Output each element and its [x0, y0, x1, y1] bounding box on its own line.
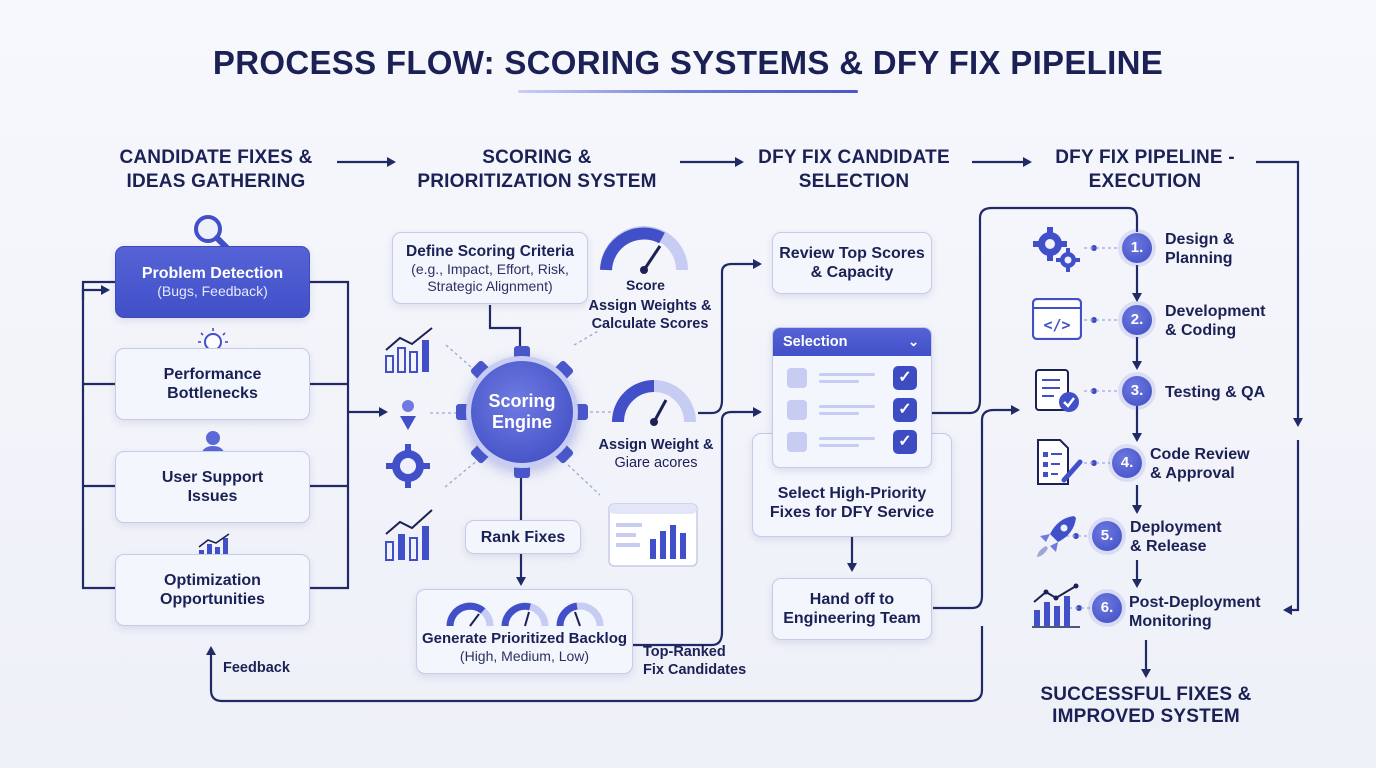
checklist-icon	[1035, 369, 1079, 412]
rank-fixes-card[interactable]: Rank Fixes	[465, 520, 581, 554]
chevron-down-icon[interactable]: ⌄	[908, 334, 919, 349]
page-title: PROCESS FLOW: SCORING SYSTEMS & DFY FIX …	[212, 44, 1164, 81]
down-arrow-user-icon	[400, 400, 416, 430]
step-testing-qa[interactable]: Testing & QA	[1165, 384, 1266, 401]
feedback-label: Feedback	[223, 660, 290, 676]
assign-weight-mid-label: Assign Weight &Giare acores	[598, 437, 714, 471]
step-development-coding[interactable]: Development& Coding	[1165, 303, 1266, 339]
title-underline	[518, 90, 858, 93]
column-header-pipeline: DFY FIX PIPELINE -EXECUTION	[1055, 147, 1235, 192]
code-window-icon: </>	[1032, 298, 1082, 340]
step-number-5: 5.	[1092, 521, 1122, 551]
document-pen-icon	[1037, 439, 1083, 485]
gauge-icon	[600, 226, 688, 274]
define-criteria-card[interactable]: Define Scoring Criteria (e.g., Impact, E…	[392, 232, 588, 304]
score-label: Score	[626, 277, 665, 293]
step-number-4: 4.	[1112, 448, 1142, 478]
rocket-icon	[1037, 516, 1076, 557]
result-label: SUCCESSFUL FIXES &IMPROVED SYSTEM	[1040, 684, 1252, 727]
step-number-3: 3.	[1122, 376, 1152, 406]
checkbox-checked-icon[interactable]: ✓	[893, 398, 917, 422]
selection-panel[interactable]: Selection ⌄ ✓ ✓ ✓	[772, 327, 932, 468]
dashboard-icon	[608, 503, 698, 567]
pipeline-outer-line	[1256, 160, 1303, 427]
selection-panel-header[interactable]: Selection ⌄	[773, 328, 931, 356]
settings-gear-icon	[386, 444, 430, 488]
selection-row[interactable]: ✓	[787, 430, 917, 454]
column-header-gathering: CANDIDATE FIXES &IDEAS GATHERING	[119, 147, 313, 192]
step-design-planning[interactable]: Design &Planning	[1165, 231, 1235, 267]
gauge-mid-icon	[612, 380, 696, 426]
left-loop	[81, 280, 115, 590]
problem-detection-card[interactable]: Problem Detection (Bugs, Feedback)	[115, 246, 310, 318]
step-code-review[interactable]: Code Review& Approval	[1150, 446, 1250, 482]
sources-merge	[310, 280, 350, 590]
selection-row[interactable]: ✓	[787, 366, 917, 390]
selection-row[interactable]: ✓	[787, 398, 917, 422]
review-scores-card[interactable]: Review Top Scores& Capacity	[772, 232, 932, 294]
assign-weights-top-label: Assign Weights &Calculate Scores	[588, 298, 712, 332]
svg-text:</>: </>	[1043, 316, 1070, 334]
gears-icon	[1033, 227, 1080, 272]
growth-chart-icon	[385, 327, 433, 373]
checkbox-checked-icon[interactable]: ✓	[893, 366, 917, 390]
backlog-gauges-icon	[446, 602, 604, 627]
step-number-2: 2.	[1122, 305, 1152, 335]
pipeline-return-line	[1283, 440, 1300, 615]
step-number-6: 6.	[1092, 593, 1122, 623]
step-deployment-release[interactable]: Deployment& Release	[1130, 519, 1222, 555]
checkbox-checked-icon[interactable]: ✓	[893, 430, 917, 454]
monitoring-chart-icon	[1032, 583, 1080, 628]
column-header-scoring: SCORING &PRIORITIZATION SYSTEM	[417, 147, 657, 192]
prioritized-backlog-card[interactable]: Generate Prioritized Backlog (High, Medi…	[416, 589, 633, 674]
growth-chart-2-icon	[385, 509, 433, 561]
step-number-1: 1.	[1122, 233, 1152, 263]
